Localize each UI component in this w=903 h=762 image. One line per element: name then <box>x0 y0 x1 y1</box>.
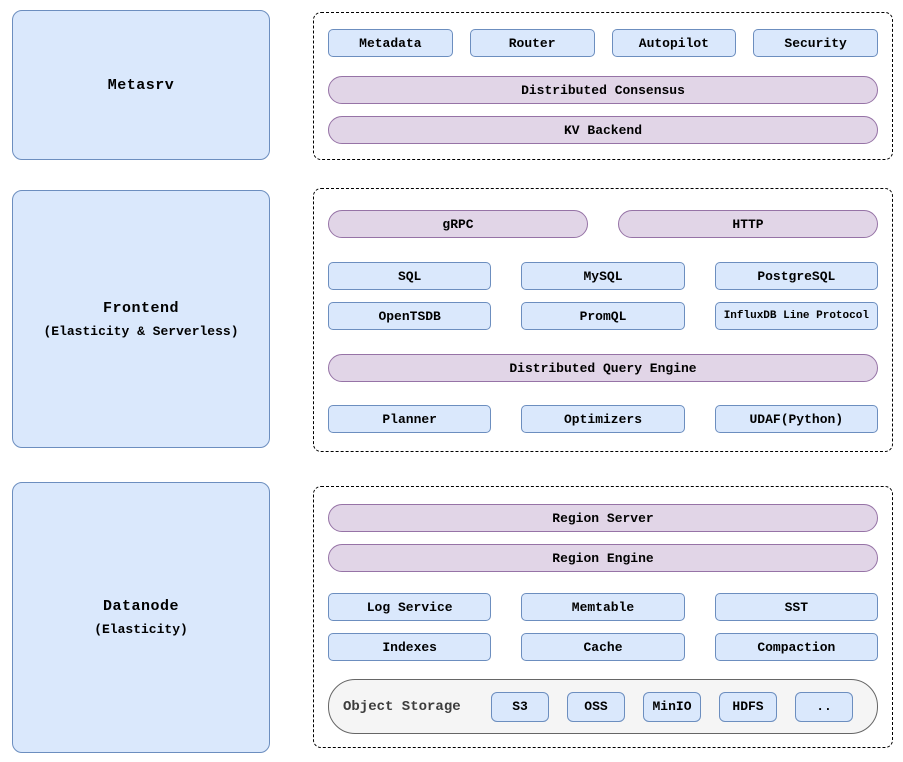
node-udaf-python: UDAF(Python) <box>714 405 878 433</box>
metasrv-modules-row: Metadata Router Autopilot Security <box>328 29 878 57</box>
group-metasrv: Metadata Router Autopilot Security Distr… <box>313 12 893 160</box>
object-storage-container: Object Storage S3 OSS MinIO HDFS .. <box>328 679 878 734</box>
group-datanode: Region Server Region Engine Log Service … <box>313 486 893 748</box>
datanode-storage-row-1: Log Service Memtable SST <box>328 593 878 621</box>
node-datanode-subtitle: (Elasticity) <box>94 622 188 637</box>
node-mysql: MySQL <box>521 262 685 290</box>
node-promql: PromQL <box>521 302 685 330</box>
node-cache: Cache <box>521 633 685 661</box>
node-minio: MinIO <box>643 691 701 722</box>
node-postgresql: PostgreSQL <box>714 262 878 290</box>
node-hdfs: HDFS <box>719 691 777 722</box>
node-datanode-title: Datanode <box>102 598 179 615</box>
node-optimizers: Optimizers <box>521 405 685 433</box>
node-metasrv: Metasrv <box>12 10 270 160</box>
group-frontend: gRPC HTTP SQL MySQL PostgreSQL OpenTSDB … <box>313 188 893 452</box>
node-planner: Planner <box>328 405 492 433</box>
pill-distributed-consensus: Distributed Consensus <box>328 76 878 104</box>
datanode-storage-row-2: Indexes Cache Compaction <box>328 633 878 661</box>
node-compaction: Compaction <box>714 633 878 661</box>
frontend-protocols-row-2: OpenTSDB PromQL InfluxDB Line Protocol <box>328 302 878 330</box>
pill-region-server: Region Server <box>328 504 878 532</box>
frontend-engine-row: Planner Optimizers UDAF(Python) <box>328 405 878 433</box>
node-autopilot: Autopilot <box>611 29 737 57</box>
object-storage-options: S3 OSS MinIO HDFS .. <box>491 691 853 722</box>
node-datanode: Datanode (Elasticity) <box>12 482 270 753</box>
pill-kv-backend: KV Backend <box>328 116 878 144</box>
node-sql: SQL <box>328 262 492 290</box>
pill-grpc: gRPC <box>328 210 588 238</box>
node-metasrv-title: Metasrv <box>107 76 175 94</box>
pill-http: HTTP <box>618 210 878 238</box>
node-other-storage: .. <box>795 691 853 722</box>
node-s3: S3 <box>491 691 549 722</box>
pill-distributed-query-engine: Distributed Query Engine <box>328 354 878 382</box>
pill-region-engine: Region Engine <box>328 544 878 572</box>
node-frontend-title: Frontend <box>102 299 179 317</box>
node-security: Security <box>753 29 878 57</box>
node-router: Router <box>469 29 595 57</box>
frontend-protocols-row-1: SQL MySQL PostgreSQL <box>328 262 878 290</box>
node-opentsdb: OpenTSDB <box>328 302 492 330</box>
node-memtable: Memtable <box>521 593 685 621</box>
frontend-rpc-row: gRPC HTTP <box>328 210 878 238</box>
node-sst: SST <box>714 593 878 621</box>
node-indexes: Indexes <box>328 633 492 661</box>
object-storage-label: Object Storage <box>343 698 461 715</box>
node-influxdb-line-protocol: InfluxDB Line Protocol <box>714 302 878 330</box>
node-metadata: Metadata <box>328 29 453 57</box>
node-frontend-subtitle: (Elasticity & Serverless) <box>43 323 239 339</box>
node-frontend: Frontend (Elasticity & Serverless) <box>12 190 270 448</box>
node-log-service: Log Service <box>328 593 492 621</box>
node-oss: OSS <box>567 691 625 722</box>
